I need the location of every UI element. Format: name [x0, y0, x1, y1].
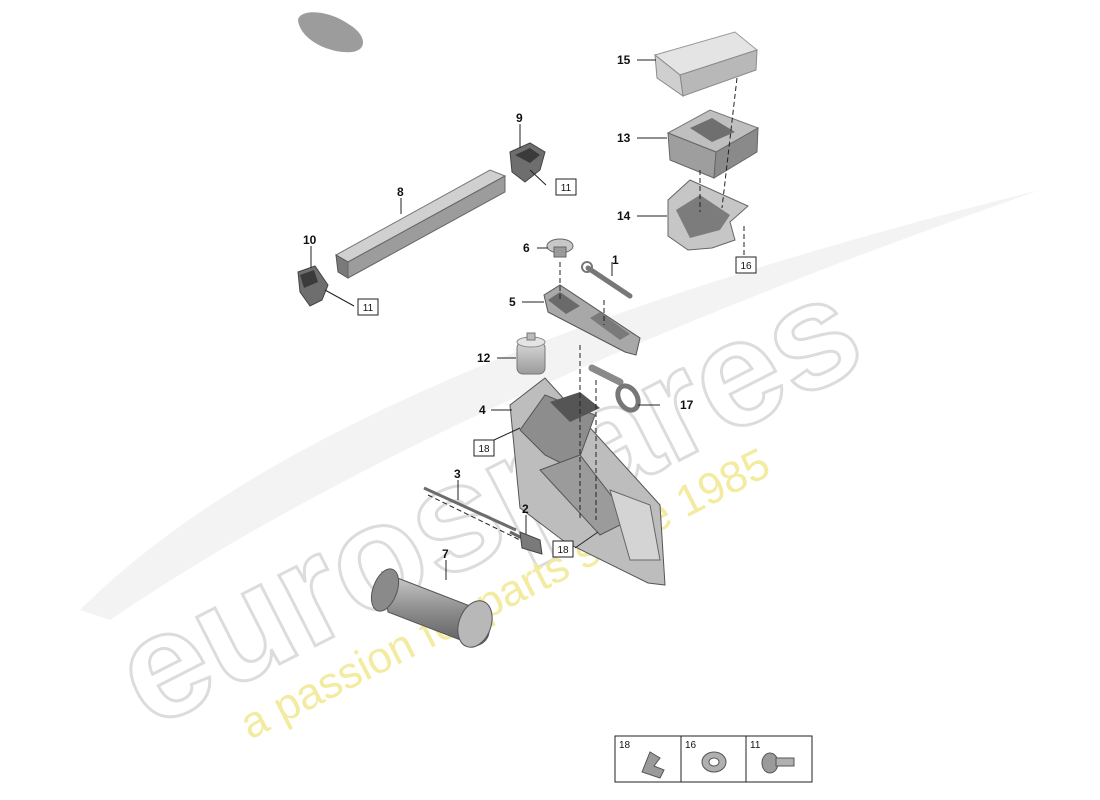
- part-12-canister[interactable]: [516, 332, 546, 375]
- part-8-tool-bar[interactable]: [334, 169, 507, 279]
- hardware-legend: 18 16 11: [614, 735, 813, 783]
- callout-14: 14: [617, 209, 631, 223]
- callout-9: 9: [516, 111, 523, 125]
- ref-11-upper: 11: [561, 183, 572, 194]
- callout-6: 6: [523, 241, 530, 255]
- part-17-towing-eye[interactable]: [588, 364, 642, 414]
- part-15-cover[interactable]: [653, 31, 759, 98]
- part-13-box[interactable]: [666, 109, 760, 179]
- callout-10: 10: [303, 233, 317, 247]
- part-10-clip[interactable]: [297, 265, 329, 307]
- part-9-clip[interactable]: [509, 142, 546, 183]
- callout-numbers: 1 2 3 4 5 6 7 8 9 10 12 13 14 15 17: [303, 53, 694, 561]
- ref-11-lower: 11: [363, 303, 374, 314]
- callout-12: 12: [477, 351, 491, 365]
- washer-icon: [701, 751, 727, 773]
- ref-18-lower: 18: [557, 545, 569, 556]
- callout-1: 1: [612, 253, 619, 267]
- callout-3: 3: [454, 467, 461, 481]
- part-2-tool[interactable]: [509, 530, 543, 555]
- part-4-tray[interactable]: [509, 377, 666, 586]
- part-7-compressor[interactable]: [366, 565, 498, 652]
- callout-2: 2: [522, 502, 529, 516]
- callout-7: 7: [442, 547, 449, 561]
- callout-13: 13: [617, 131, 631, 145]
- callout-4: 4: [479, 403, 486, 417]
- expanding-rivet-icon: [761, 752, 795, 774]
- part-3-rod[interactable]: [423, 486, 517, 532]
- legend-number-11: 11: [750, 740, 761, 751]
- ref-16: 16: [740, 261, 752, 272]
- callout-5: 5: [509, 295, 516, 309]
- callout-15: 15: [617, 53, 631, 67]
- leader-lines: [310, 59, 745, 580]
- legend-number-16: 16: [685, 740, 697, 751]
- legend-number-18: 18: [619, 740, 631, 751]
- watermark-brand: eurospares: [88, 242, 885, 759]
- callout-8: 8: [397, 185, 404, 199]
- callout-17: 17: [680, 398, 694, 412]
- part-5-bracket[interactable]: [543, 284, 641, 356]
- part-14-bracket[interactable]: [667, 179, 749, 251]
- part-1-wrench[interactable]: [581, 261, 633, 299]
- clip-icon: [641, 751, 665, 779]
- vehicle-icon: [298, 12, 364, 53]
- ref-18-upper: 18: [478, 444, 490, 455]
- boxed-references: 11 11 16 18 18: [357, 178, 757, 558]
- part-6-knob[interactable]: [546, 238, 574, 258]
